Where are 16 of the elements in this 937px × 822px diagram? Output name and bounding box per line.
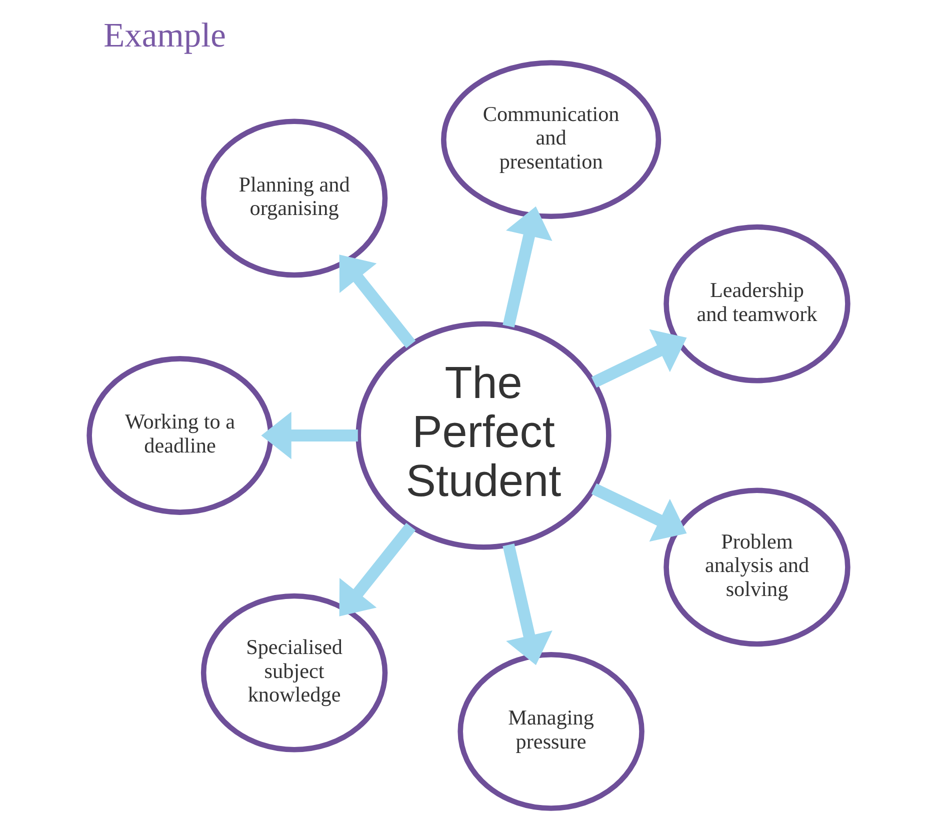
arrow bbox=[591, 483, 687, 542]
node-ellipse: Working to a deadline bbox=[86, 356, 274, 515]
node-ellipse: Problem analysis and solving bbox=[664, 488, 850, 647]
diagram-title: Example bbox=[104, 16, 226, 55]
node-ellipse: Communication and presentation bbox=[441, 60, 662, 220]
arrow bbox=[339, 522, 416, 616]
node-ellipse: Leadership and teamwork bbox=[664, 224, 850, 384]
arrow bbox=[261, 412, 358, 460]
arrow bbox=[591, 329, 687, 388]
node-ellipse: The Perfect Student bbox=[356, 321, 612, 550]
node-ellipse: Planning and organising bbox=[200, 118, 388, 278]
node-ellipse: Specialised subject knowledge bbox=[200, 593, 388, 752]
arrow bbox=[502, 206, 552, 328]
node-ellipse: Managing pressure bbox=[458, 652, 644, 811]
arrow bbox=[502, 544, 552, 666]
arrow bbox=[339, 254, 416, 348]
